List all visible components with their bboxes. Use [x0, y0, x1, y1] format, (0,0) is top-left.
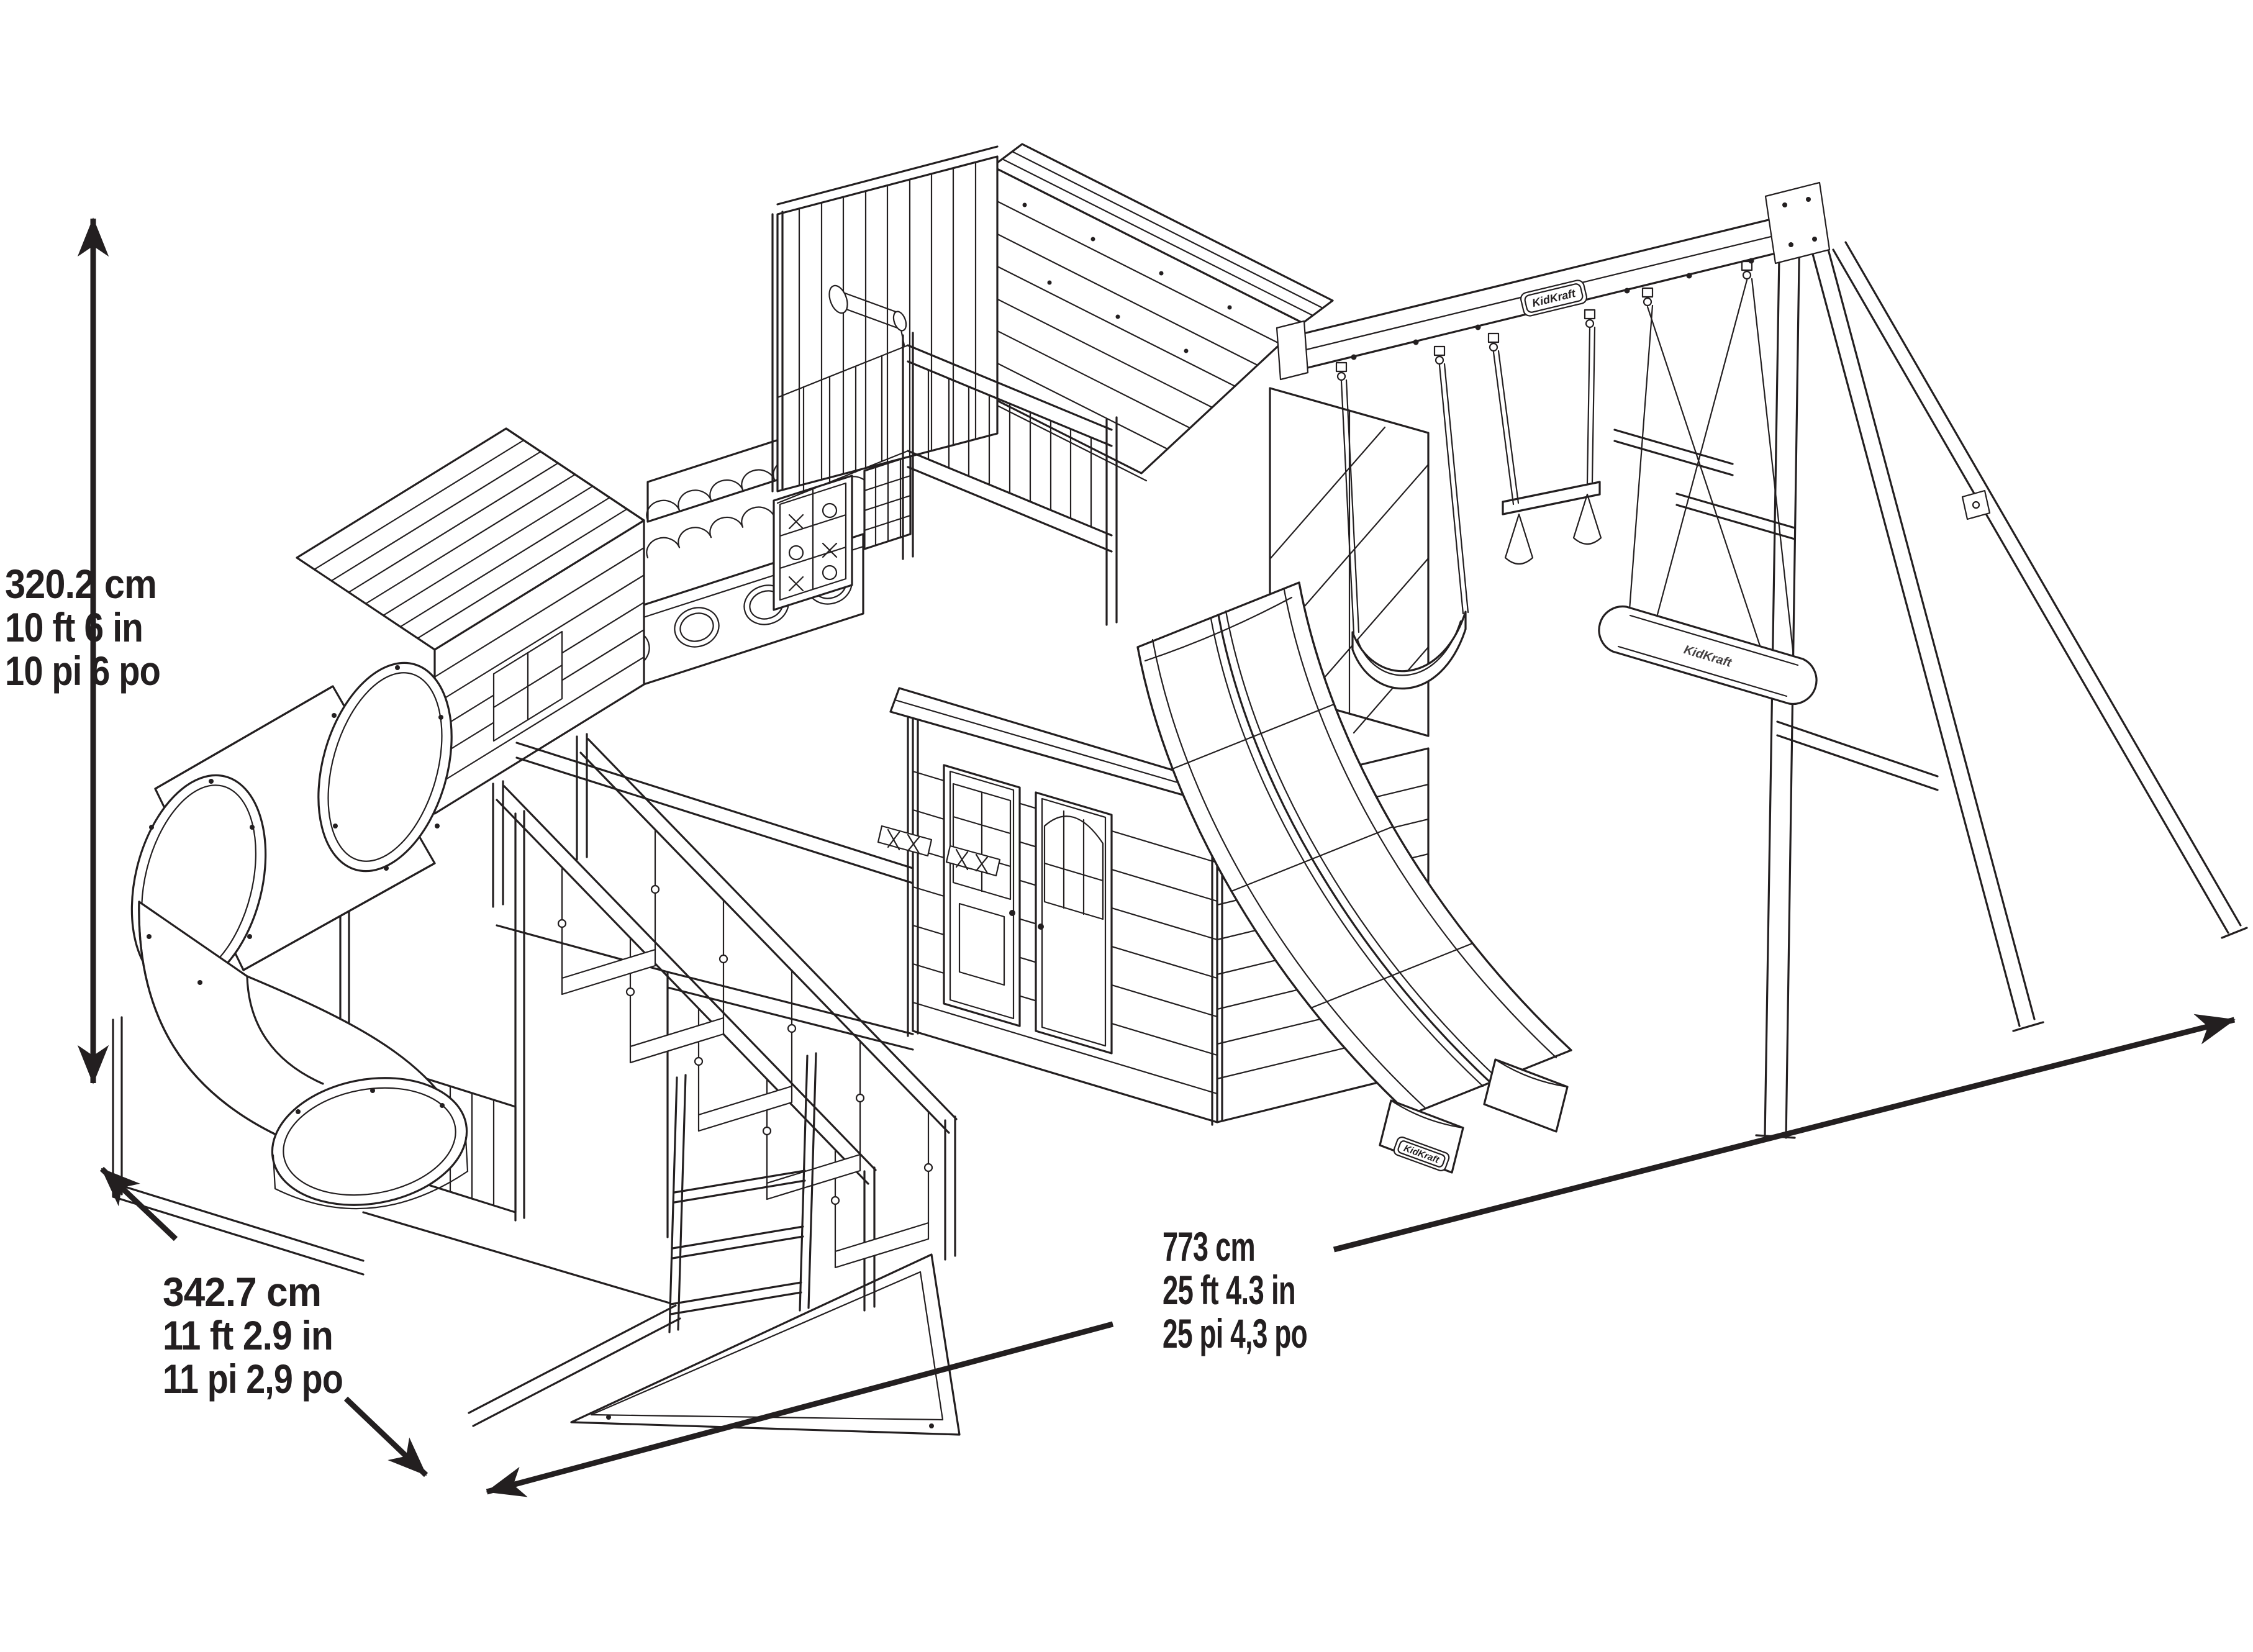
- cabin-door-left: [943, 764, 1021, 1027]
- trapeze-rings: [1492, 326, 1602, 565]
- height-ft-in: 10 ft 6 in: [5, 604, 143, 650]
- depth-dimension-label: 342.7 cm 11 ft 2.9 in 11 pi 2,9 po: [163, 1269, 343, 1402]
- height-pi-po: 10 pi 6 po: [5, 648, 160, 694]
- double-wave-slide: KidKraft: [1136, 581, 1572, 1174]
- climb-boards: [877, 825, 1001, 877]
- width-cm: 773 cm: [1163, 1223, 1255, 1269]
- depth-dimension-arrow: [99, 1166, 428, 1477]
- tic-tac-toe-panel: [773, 474, 853, 611]
- swings: KidKraft: [1335, 260, 1818, 706]
- hanging-steps: [557, 828, 933, 1269]
- height-dimension-label: 320.2 cm 10 ft 6 in 10 pi 6 po: [5, 561, 161, 694]
- depth-pi-po: 11 pi 2,9 po: [163, 1356, 343, 1402]
- width-dimension-label: 773 cm 25 ft 4.3 in 25 pi 4,3 po: [1163, 1223, 1308, 1356]
- width-pi-po: 25 pi 4,3 po: [1163, 1310, 1307, 1356]
- depth-cm: 342.7 cm: [163, 1269, 321, 1315]
- clubhouse: [296, 427, 645, 815]
- lattice-panel: [863, 455, 912, 550]
- width-dimension-arrow: [486, 1014, 2236, 1497]
- swing-beam: KidKraft: [1276, 212, 1802, 381]
- width-ft-in: 25 ft 4.3 in: [1163, 1267, 1295, 1313]
- balcony-railing: [776, 332, 1118, 626]
- cabin-door-right: [1035, 791, 1113, 1055]
- rope-stairway: [468, 733, 961, 1436]
- beam-brand-badge: KidKraft: [1520, 279, 1588, 317]
- access-ramp-rail: [515, 742, 1001, 884]
- glider-swing: KidKraft: [1598, 278, 1818, 706]
- slide-foot: [1483, 1058, 1569, 1133]
- depth-ft-in: 11 ft 2.9 in: [163, 1312, 333, 1358]
- tube-slide: [130, 661, 469, 1210]
- a-frame-support: [1755, 181, 2248, 1139]
- telescope: [828, 284, 907, 347]
- height-cm: 320.2 cm: [5, 561, 156, 607]
- belt-swing: [1340, 363, 1469, 690]
- access-ladder: [668, 1052, 817, 1333]
- lookout-tower: [771, 145, 999, 492]
